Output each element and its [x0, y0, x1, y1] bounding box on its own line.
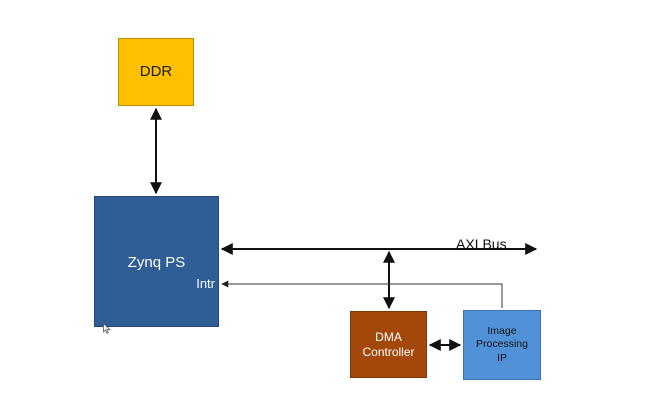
- mouse-pointer-icon: [103, 323, 111, 334]
- zynq-ps-label: Zynq PS: [127, 254, 186, 271]
- ddr-label: DDR: [139, 62, 173, 80]
- axi-bus-label: AXI Bus: [456, 236, 507, 252]
- zynq-ps-block: Zynq PS Intr: [94, 196, 219, 327]
- interrupt-line: [221, 280, 503, 308]
- dma-controller-block: DMA Controller: [350, 311, 427, 378]
- dma-controller-label: DMA Controller: [362, 329, 415, 359]
- ddr-block: DDR: [118, 38, 194, 106]
- image-processing-ip-label: Image Processing IP: [476, 325, 528, 364]
- intr-port-label: Intr: [196, 276, 215, 291]
- image-processing-ip-block: Image Processing IP: [463, 310, 541, 380]
